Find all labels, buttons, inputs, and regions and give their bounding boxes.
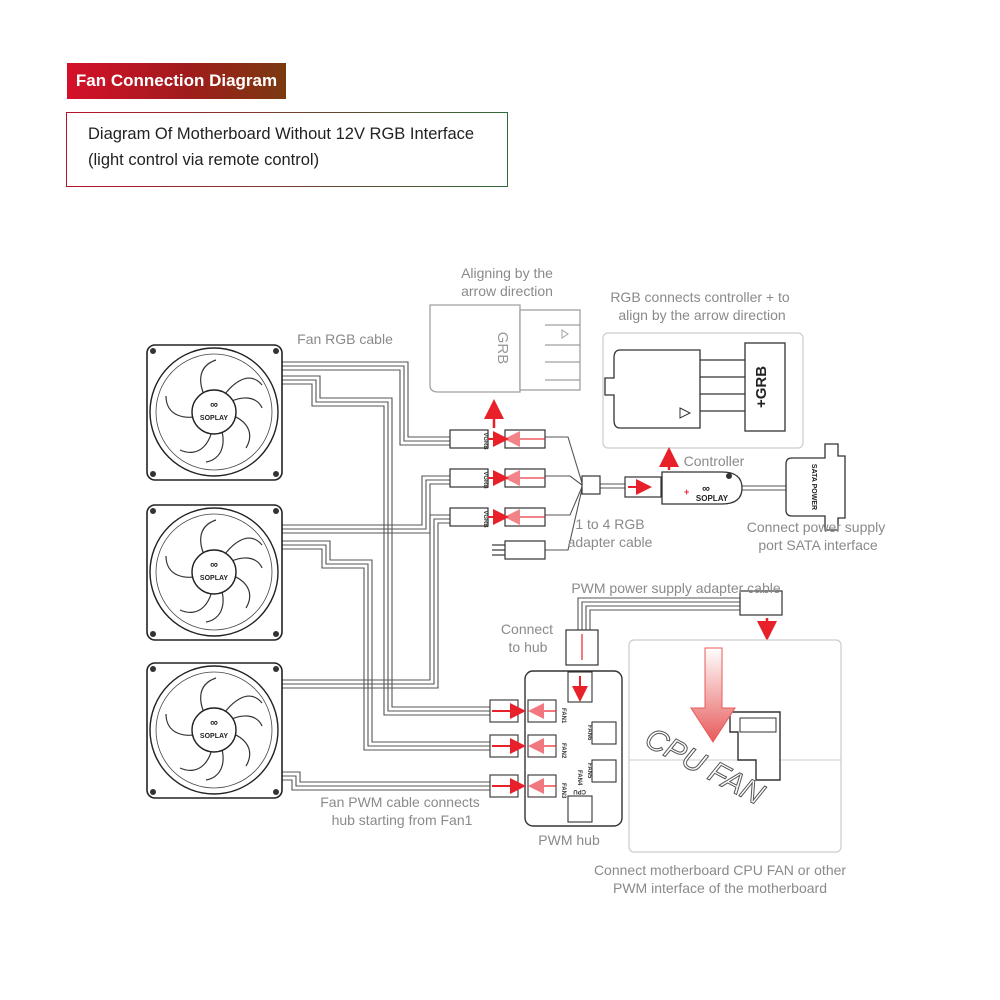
fan-2-logo-icon: ∞ <box>210 559 218 571</box>
fan-1: ∞ SOPLAY <box>146 344 283 481</box>
label-connect-hub-2: to hub <box>509 639 548 655</box>
fan-1-logo-icon: ∞ <box>210 399 218 411</box>
label-rgb-connects-1: RGB connects controller + to <box>610 289 790 305</box>
label-controller: Controller <box>684 453 745 469</box>
pwm-hub: FAN1 FAN2 FAN3 FAN6 FAN5 FAN4 CPU <box>489 670 623 827</box>
label-one-to-four-2: adapter cable <box>568 534 653 550</box>
hub-fan2-label: FAN2 <box>560 743 566 759</box>
hub-fan4-label: FAN4 <box>576 770 582 786</box>
fan-3-brand: SOPLAY <box>200 733 228 740</box>
hub-fan6-label: FAN6 <box>586 725 592 741</box>
label-aligning-2: arrow direction <box>461 283 553 299</box>
inset-plus-grb-text: +GRB <box>753 366 770 408</box>
controller-plus-icon: + <box>684 487 689 497</box>
label-pwm-hub: PWM hub <box>538 832 600 848</box>
hub-fan1-label: FAN1 <box>560 708 566 724</box>
label-connect-hub-1: Connect <box>501 621 553 637</box>
plug-label-3: VGRB <box>482 510 488 528</box>
label-power-1: Connect power supply <box>747 519 886 535</box>
fan-1-brand: SOPLAY <box>200 415 228 422</box>
label-one-to-four-1: 1 to 4 RGB <box>575 516 644 532</box>
sata-power-text: SATA POWER <box>810 464 817 510</box>
cable-bundles <box>282 361 790 791</box>
label-pwm-adapter: PWM power supply adapter cable <box>571 580 781 596</box>
rgb-controller-inset: +GRB <box>602 332 804 449</box>
description-line-1: Diagram Of Motherboard Without 12V RGB I… <box>88 125 475 143</box>
pwm-adapter <box>565 590 783 666</box>
inset-grb-text: GRB <box>494 332 511 365</box>
label-fan-rgb-cable: Fan RGB cable <box>297 331 393 347</box>
sata-connector: SATA POWER <box>785 443 846 531</box>
label-fan-pwm-2: hub starting from Fan1 <box>332 812 473 828</box>
plug-label-1: VGRB <box>482 432 488 450</box>
motherboard-inset: CPU FAN <box>628 639 842 853</box>
fan-3: ∞ SOPLAY <box>146 662 283 799</box>
cpu-fan-big-arrow-icon <box>690 647 736 743</box>
hub-cpu-label: CPU <box>573 788 586 794</box>
label-fan-pwm-1: Fan PWM cable connects <box>320 794 480 810</box>
fan-3-logo-icon: ∞ <box>210 717 218 729</box>
rgb-connectors: VGRB VGRB VGRB <box>449 399 601 560</box>
fan-2: ∞ SOPLAY <box>146 504 283 641</box>
diagram-title-banner: Fan Connection Diagram <box>67 63 286 99</box>
label-mobo-1: Connect motherboard CPU FAN or other <box>594 862 846 878</box>
label-power-2: port SATA interface <box>758 537 878 553</box>
hub-fan5-label: FAN5 <box>586 763 592 779</box>
label-rgb-connects-2: align by the arrow direction <box>618 307 785 323</box>
label-aligning-1: Aligning by the <box>461 265 553 281</box>
fan-2-brand: SOPLAY <box>200 575 228 582</box>
rgb-controller: ∞ SOPLAY + <box>624 447 743 505</box>
description-line-2: (light control via remote control) <box>88 151 320 169</box>
aligning-inset: GRB <box>429 304 581 393</box>
controller-brand: SOPLAY <box>696 494 729 503</box>
label-mobo-2: PWM interface of the motherboard <box>613 880 827 896</box>
controller-logo-icon: ∞ <box>702 483 710 495</box>
hub-fan3-label: FAN3 <box>560 783 566 799</box>
description-box: Diagram Of Motherboard Without 12V RGB I… <box>66 112 508 187</box>
plug-label-2: VGRB <box>482 471 488 489</box>
